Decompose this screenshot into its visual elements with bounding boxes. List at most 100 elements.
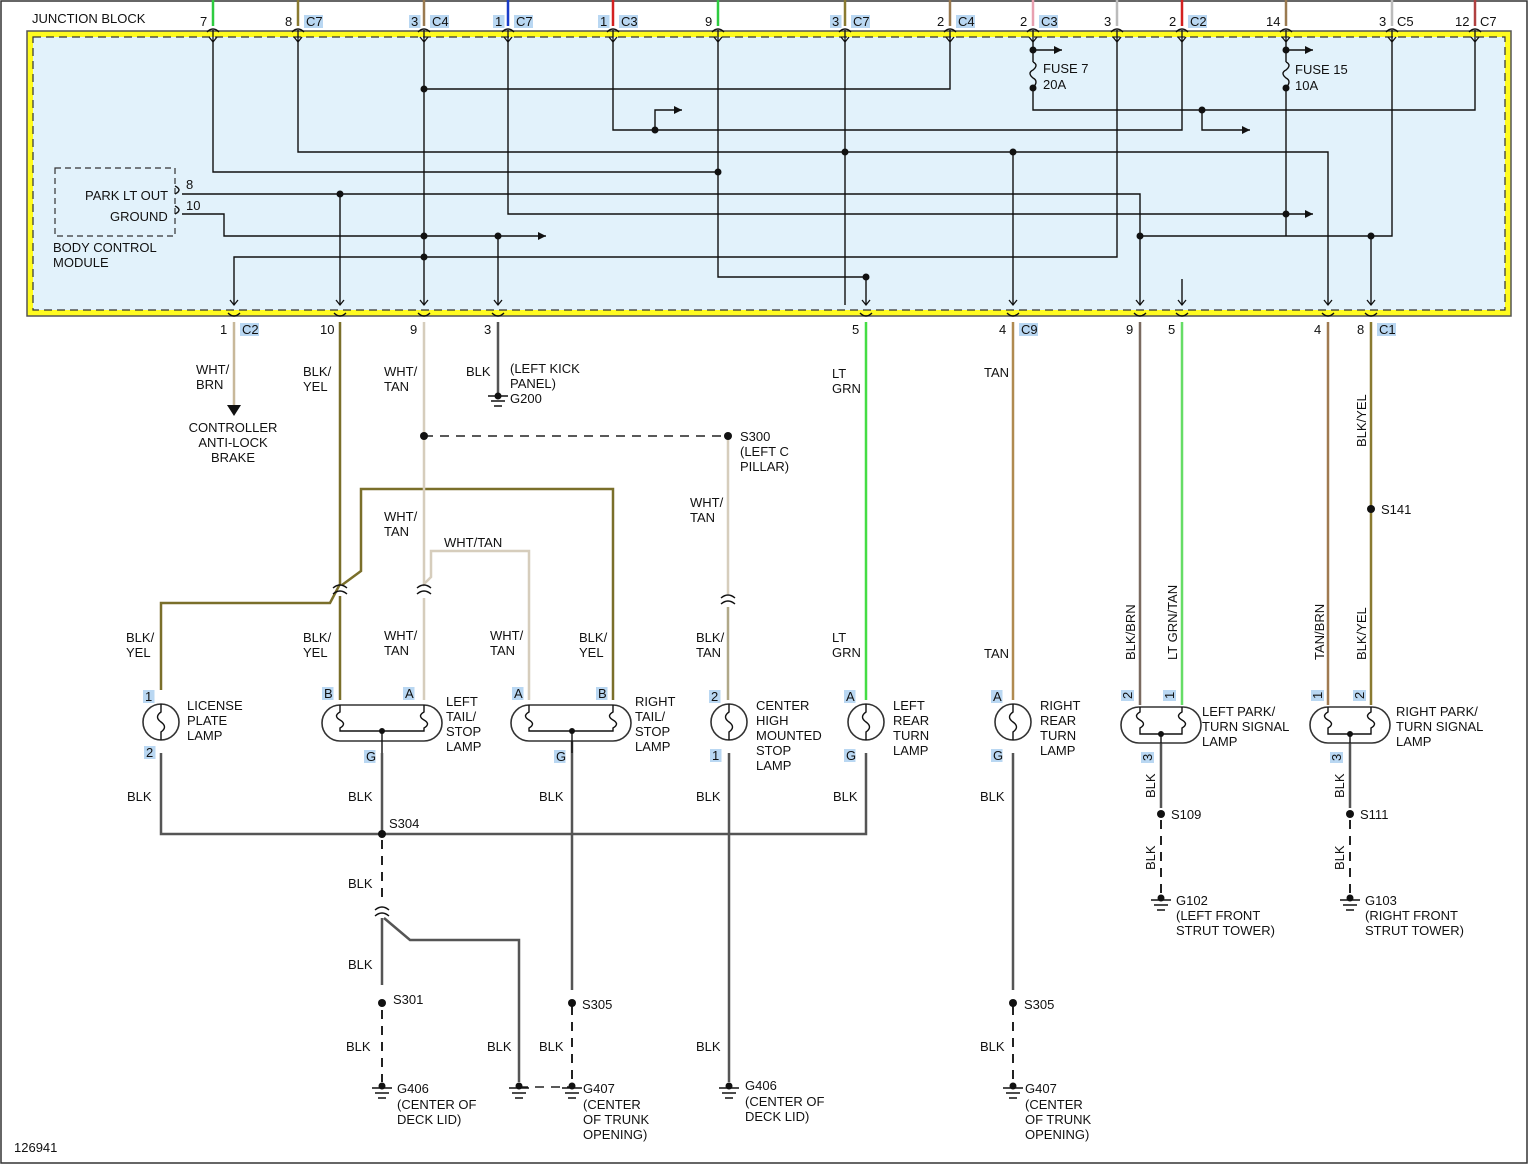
bcm-pin-8: 8 xyxy=(186,177,193,192)
svg-text:5: 5 xyxy=(1168,322,1175,337)
lamp-pin-lp-2: 2 xyxy=(1120,690,1135,701)
svg-text:C2: C2 xyxy=(242,322,259,337)
wire-blk-v4: BLK xyxy=(1332,845,1347,870)
g407a-label: G407 xyxy=(583,1081,615,1096)
fuse-7: FUSE 7 20A xyxy=(1043,61,1089,92)
svg-text:C3: C3 xyxy=(621,14,638,29)
junction-block: JUNCTION BLOCK xyxy=(26,11,1512,317)
wire-blk-low-1: BLK xyxy=(487,1039,512,1054)
junction-internal-wiring xyxy=(182,40,1476,305)
svg-text:C9: C9 xyxy=(1021,322,1038,337)
svg-text:1: 1 xyxy=(495,14,502,29)
bcm-park-lt-out: PARK LT OUT xyxy=(85,188,168,203)
top-pin-2: 3 C4 xyxy=(409,0,449,44)
top-pin-conn-box: C4 xyxy=(430,14,449,29)
wire-blk-tan: BLK/TAN xyxy=(696,630,725,660)
g200-label: G200 xyxy=(510,391,542,406)
wire-blk-yel-4: BLK/YEL xyxy=(579,630,608,660)
top-pin-conn-box: C4 xyxy=(956,14,975,29)
top-pin-num: 3 xyxy=(1379,14,1386,29)
right-rear-turn-lamp-symbol xyxy=(994,703,1032,741)
bottom-pin-3: 3 xyxy=(484,299,505,337)
wire-wht-tan-inline: WHT/TAN xyxy=(444,535,502,550)
diagram-id: 126941 xyxy=(14,1140,57,1155)
wire-blk-2: BLK xyxy=(539,789,564,804)
right-park-lamp-symbol xyxy=(1309,706,1391,744)
bcm-name-1: BODY CONTROL xyxy=(53,240,157,255)
g406b-label: G406 xyxy=(745,1078,777,1093)
bottom-pin-5: 4 C9 xyxy=(999,299,1038,337)
svg-text:G: G xyxy=(556,749,566,764)
top-pin-7: 2 C4 xyxy=(937,0,975,44)
svg-text:2: 2 xyxy=(146,745,153,760)
bottom-pin-6: 9 xyxy=(1126,299,1147,337)
lamp-pin-lic-bot: 2 xyxy=(144,745,156,760)
top-pin-12: 3 C5 xyxy=(1379,0,1414,44)
wire-wht-tan-5: WHT/TAN xyxy=(490,628,524,658)
lamp-pin-lp-3: 3 xyxy=(1140,752,1155,763)
svg-text:C2: C2 xyxy=(1190,14,1207,29)
svg-text:C7: C7 xyxy=(853,14,870,29)
svg-text:C1: C1 xyxy=(1379,322,1396,337)
chmsl-lamp-symbol xyxy=(710,703,748,741)
bottom-pin-8: 4 xyxy=(1314,299,1335,337)
svg-text:B: B xyxy=(324,686,333,701)
lamp-pin-lp-1: 1 xyxy=(1162,690,1177,701)
svg-text:G: G xyxy=(993,748,1003,763)
top-pin-conn-box: C7 xyxy=(851,14,870,29)
svg-text:A: A xyxy=(993,689,1002,704)
wire-wht-tan-4: WHT/TAN xyxy=(384,628,418,658)
s109-label: S109 xyxy=(1171,807,1201,822)
svg-text:3: 3 xyxy=(1140,754,1155,761)
wire-blk-yel-v1: BLK/YEL xyxy=(1354,394,1369,447)
svg-text:10A: 10A xyxy=(1295,78,1318,93)
wire-wht-tan-3: WHT/TAN xyxy=(690,495,724,525)
wire-blk-yel-v2: BLK/YEL xyxy=(1354,607,1369,660)
svg-text:9: 9 xyxy=(1126,322,1133,337)
lamp-pin-rt-g: G xyxy=(554,749,566,764)
top-pin-conn-box: C3 xyxy=(1039,14,1058,29)
top-pin-num-box: 3 xyxy=(830,14,842,29)
top-pin-conn-box: C7 xyxy=(304,14,323,29)
g103-label: G103 xyxy=(1365,893,1397,908)
svg-text:FUSE 7: FUSE 7 xyxy=(1043,61,1089,76)
svg-text:2: 2 xyxy=(1352,692,1367,699)
top-pin-num: 2 xyxy=(1169,14,1176,29)
top-pin-num: 3 xyxy=(1104,14,1111,29)
lamp-pin-lt-g: G xyxy=(364,749,376,764)
top-pin-num: 9 xyxy=(705,14,712,29)
svg-text:20A: 20A xyxy=(1043,77,1066,92)
top-pin-num-box: 3 xyxy=(409,14,421,29)
svg-text:3: 3 xyxy=(1329,754,1344,761)
top-pin-num: 2 xyxy=(937,14,944,29)
svg-text:G: G xyxy=(366,749,376,764)
s305a-label: S305 xyxy=(582,997,612,1012)
wire-wht-brn: WHT/BRN xyxy=(196,362,230,392)
bottom-pin-4: 5 xyxy=(852,299,873,337)
svg-text:C4: C4 xyxy=(958,14,975,29)
wire-blk-0: BLK xyxy=(127,789,152,804)
top-pin-6: 3 C7 xyxy=(830,0,870,44)
wire-tan-1: TAN xyxy=(984,365,1009,380)
svg-text:C3: C3 xyxy=(1041,14,1058,29)
wire-blk-3: BLK xyxy=(696,789,721,804)
top-pin-conn: C5 xyxy=(1397,14,1414,29)
svg-text:8: 8 xyxy=(1357,322,1364,337)
bcm-pin-10: 10 xyxy=(186,198,200,213)
top-pin-num-box: 1 xyxy=(493,14,505,29)
g102-label: G102 xyxy=(1176,893,1208,908)
svg-text:3: 3 xyxy=(832,14,839,29)
bottom-pin-conn: C9 xyxy=(1019,322,1038,337)
svg-text:4: 4 xyxy=(999,322,1006,337)
top-pin-num: 7 xyxy=(200,14,207,29)
